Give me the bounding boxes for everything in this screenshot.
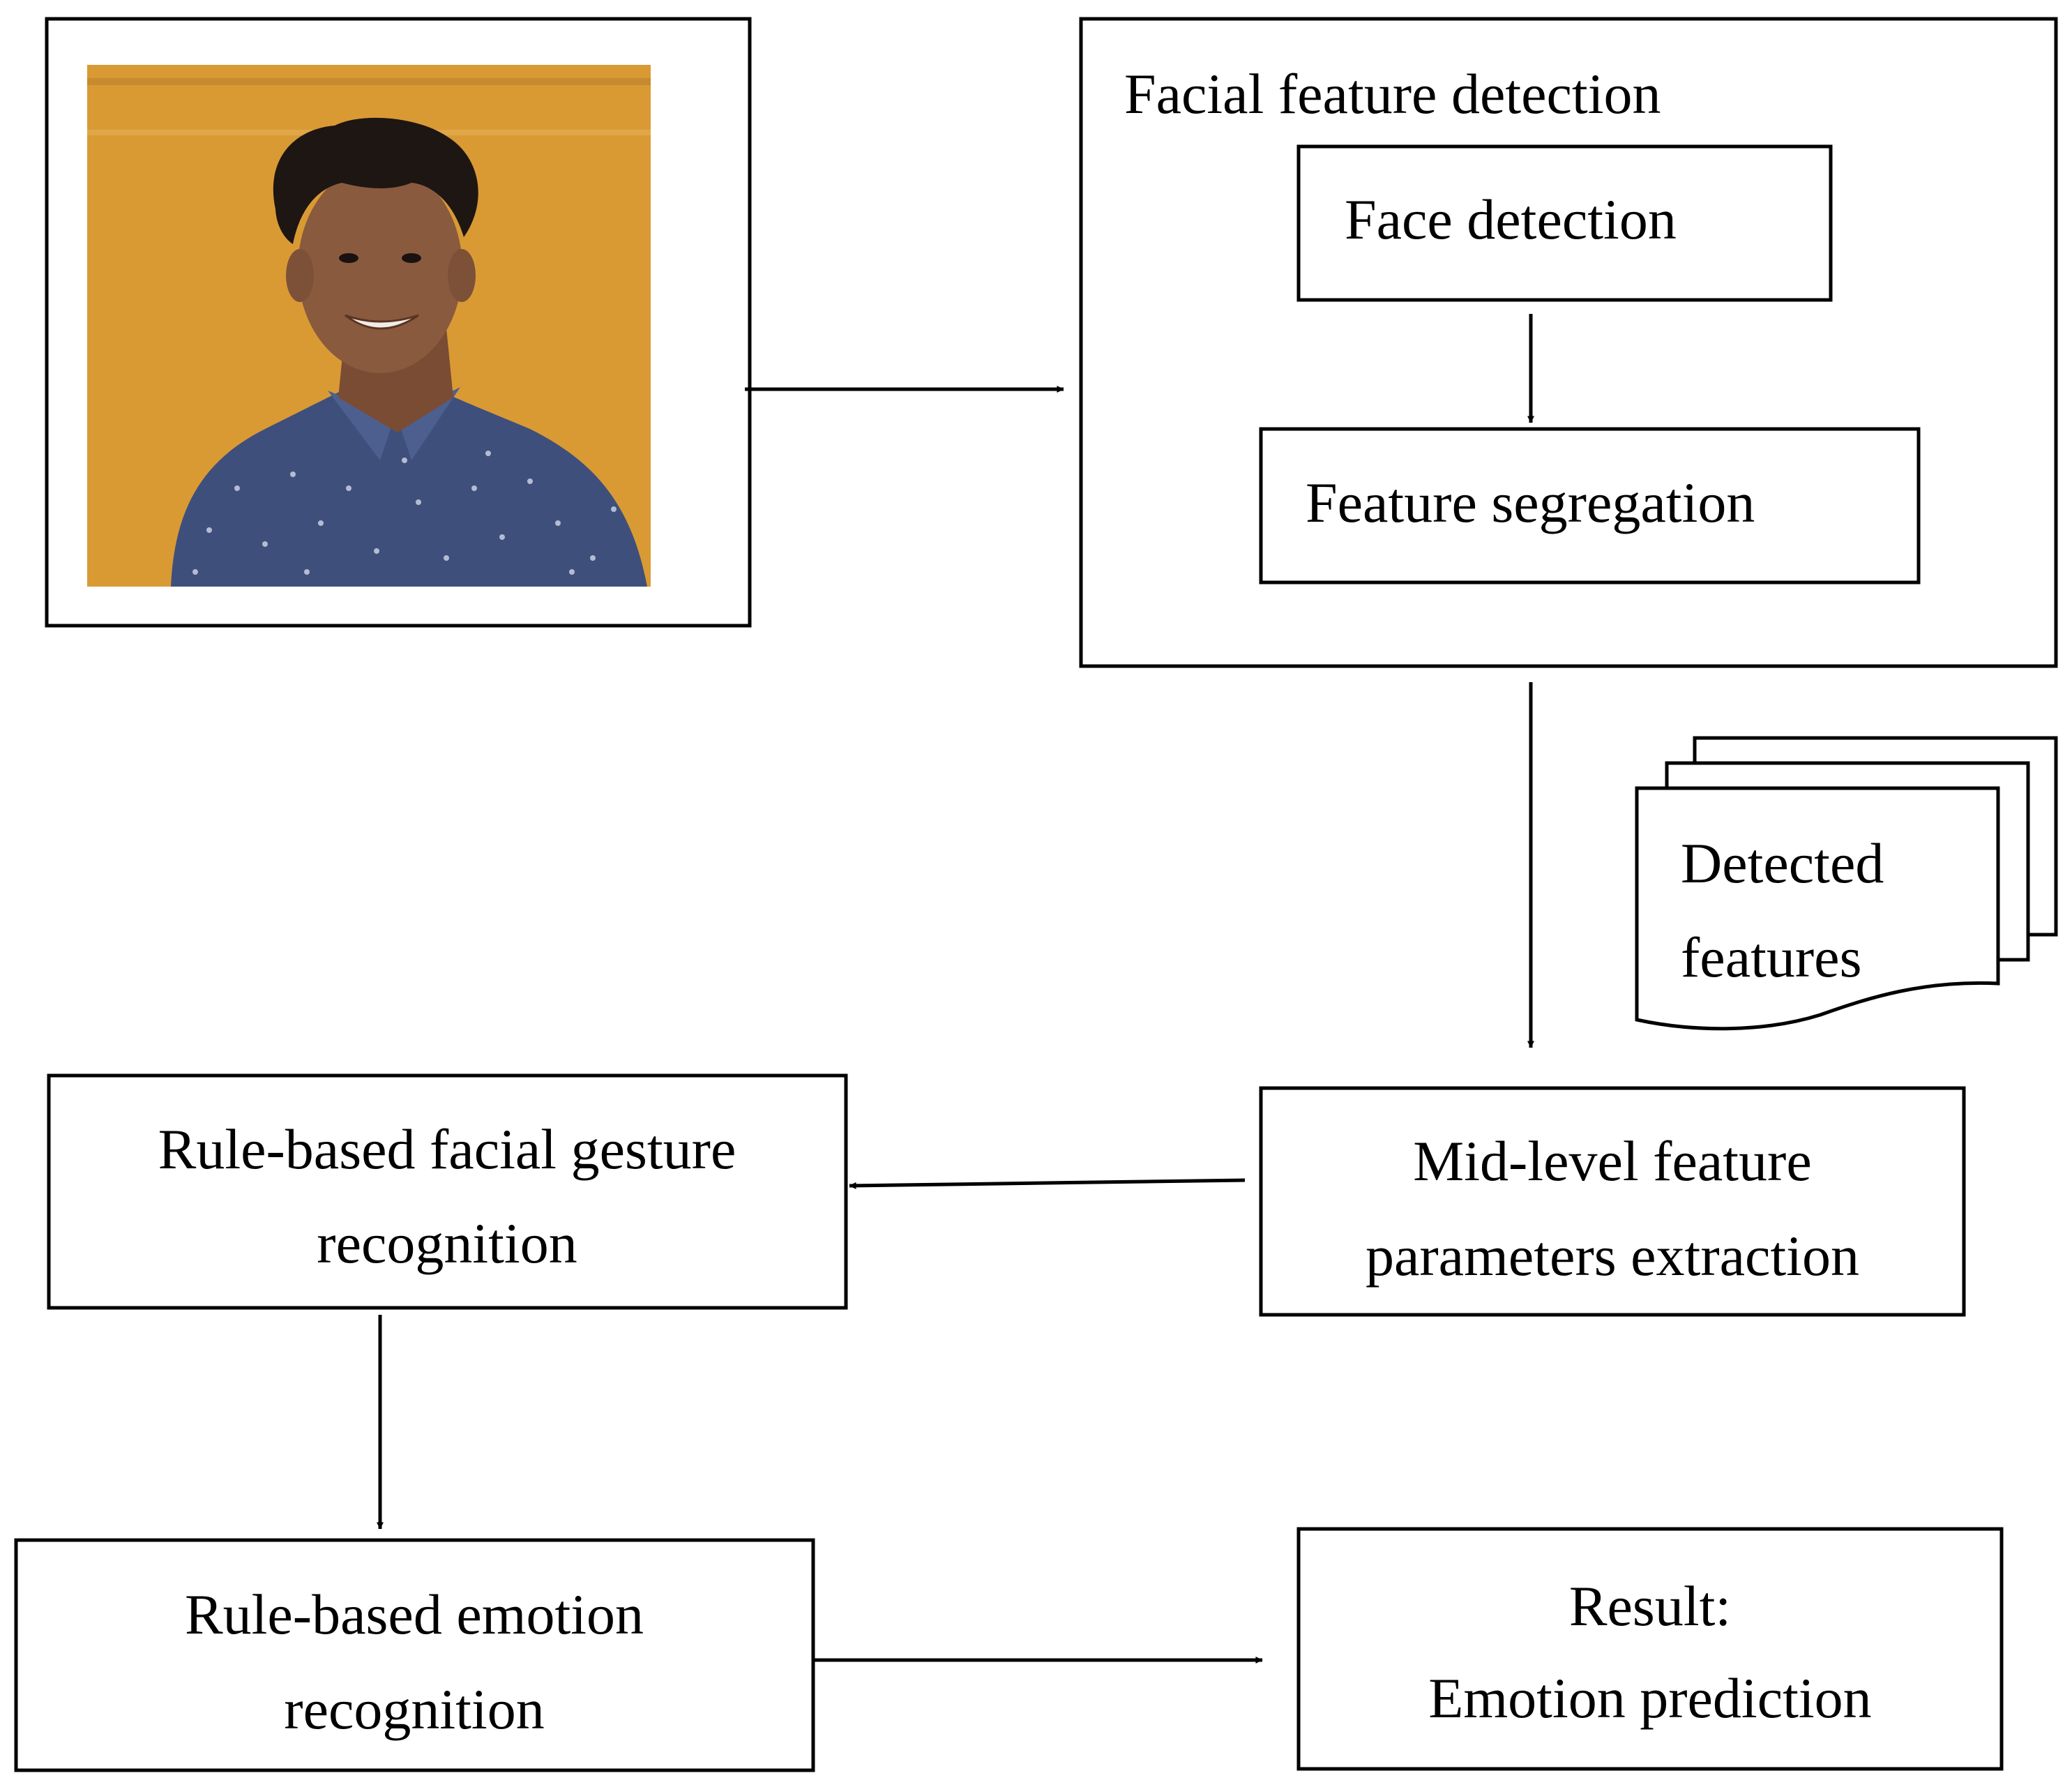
mid-level-node: Mid-level feature parameters extraction [1259, 1086, 1966, 1317]
input-image-node [45, 17, 752, 628]
result-node: Result: Emotion prediction [1296, 1527, 2004, 1771]
face-detection-label: Face detection [1345, 188, 1677, 251]
mid-level-label-line1: Mid-level feature [1413, 1129, 1811, 1193]
result-label-line2: Emotion prediction [1428, 1666, 1871, 1730]
facial-feature-detection-node: Facial feature detection [1079, 17, 2058, 668]
arrow-midlevel-to-gesture [849, 1178, 1246, 1189]
feature-segregation-node: Feature segregation [1259, 427, 1921, 585]
detected-features-node: Detected features [1635, 736, 2058, 1031]
gesture-recognition-node: Rule-based facial gesture recognition [47, 1073, 848, 1310]
emotion-recognition-node: Rule-based emotion recognition [14, 1538, 815, 1772]
feature-segregation-label: Feature segregation [1306, 471, 1755, 534]
face-detection-node: Face detection [1296, 144, 1833, 302]
gesture-recognition-label-line2: recognition [317, 1212, 577, 1275]
mid-level-box [1259, 1086, 1966, 1317]
mid-level-label-line2: parameters extraction [1366, 1224, 1859, 1288]
face-detection-box [1296, 144, 1833, 302]
facial-feature-detection-label: Facial feature detection [1124, 62, 1661, 126]
emotion-recognition-label-line1: Rule-based emotion [185, 1583, 644, 1646]
person-photo-icon [87, 65, 651, 587]
result-label-line1: Result: [1569, 1574, 1731, 1638]
result-box [1296, 1527, 2004, 1771]
document-stack-sheet-1 [1635, 786, 2000, 1031]
emotion-recognition-box [14, 1538, 815, 1772]
emotion-recognition-label-line2: recognition [284, 1677, 544, 1741]
gesture-recognition-box [47, 1073, 848, 1310]
feature-segregation-box [1259, 427, 1921, 585]
detected-features-label-line1: Detected [1681, 831, 1884, 895]
detected-features-label-line2: features [1681, 926, 1862, 989]
gesture-recognition-label-line1: Rule-based facial gesture [158, 1117, 736, 1181]
